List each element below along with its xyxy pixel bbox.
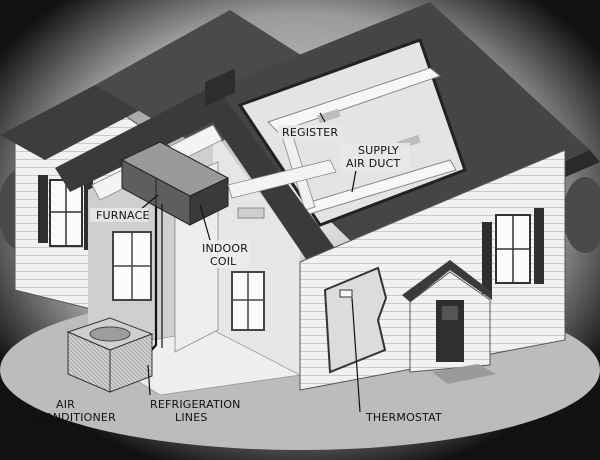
front-entry [402, 260, 496, 384]
interior-windows [112, 231, 265, 331]
duct-run [227, 159, 337, 199]
label-thermostat: THERMOSTAT [365, 411, 442, 424]
label-ac-2: CONDITIONER [36, 411, 116, 424]
label-refrig-2: LINES [175, 411, 208, 424]
leader-lines [139, 112, 361, 413]
labels: REGISTER SUPPLY AIR DUCT FURNACE INDOOR … [36, 125, 442, 424]
label-furnace: FURNACE [96, 209, 150, 222]
left-window [38, 175, 93, 250]
ceiling-register [237, 207, 265, 219]
right-window [482, 208, 544, 294]
label-supply-1: SUPPLY [358, 144, 399, 157]
air-conditioner-unit [66, 317, 154, 393]
thermostat-device [339, 289, 353, 298]
furnace-unit [120, 68, 235, 226]
label-refrig-1: REFRIGERATION [150, 398, 241, 411]
label-indoor-2: COIL [210, 255, 237, 268]
label-supply-2: AIR DUCT [346, 157, 401, 170]
label-register: REGISTER [282, 126, 338, 139]
label-ac-1: AIR [56, 398, 75, 411]
label-indoor-1: INDOOR [202, 242, 248, 255]
